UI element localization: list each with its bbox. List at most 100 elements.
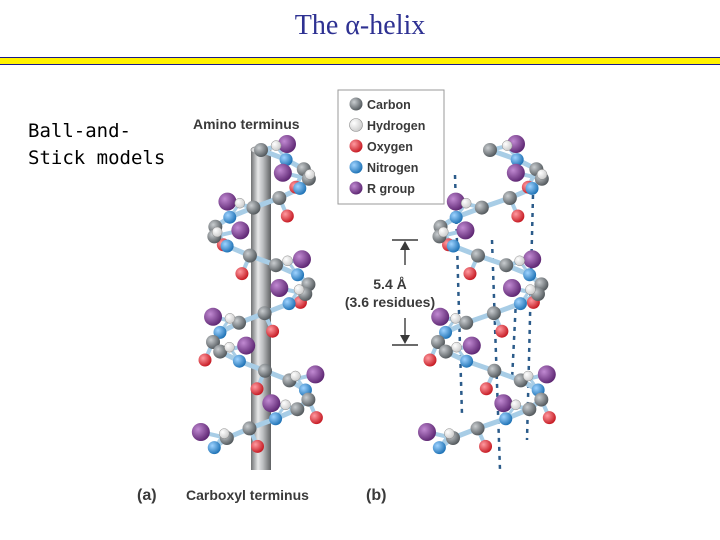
hydrogen-atom — [290, 370, 301, 382]
r-group-atom — [191, 423, 210, 441]
legend-nitrogen: Nitrogen — [367, 161, 418, 175]
nitrogen-atom — [432, 441, 446, 455]
oxygen-atom — [280, 209, 294, 223]
hydrogen-atom — [270, 140, 282, 151]
hydrogen-atom — [224, 313, 236, 324]
nitrogen-atom — [525, 181, 539, 195]
carbon-atom — [246, 200, 261, 215]
r-group-atom — [273, 163, 292, 182]
legend-carbon: Carbon — [367, 98, 411, 112]
hydrogen-bonds-b — [453, 174, 535, 471]
nitrogen-atom — [460, 354, 474, 368]
legend-nitrogen-swatch — [349, 160, 363, 174]
carboxyl-terminus-label: Carboxyl terminus — [186, 487, 309, 503]
hydrogen-atom — [536, 169, 548, 180]
hydrogen-atom — [444, 428, 455, 439]
nitrogen-atom — [232, 354, 246, 368]
r-group-atom — [262, 394, 281, 413]
nitrogen-atom — [510, 153, 524, 167]
side-label-line-2: Stick models — [28, 147, 166, 169]
oxygen-atom — [479, 382, 493, 396]
side-label-line-1: Ball-and- — [28, 120, 131, 142]
oxygen-atom — [423, 353, 437, 367]
carbon-atom — [502, 191, 517, 205]
oxygen-atom — [309, 411, 323, 425]
hydrogen-atom — [219, 428, 230, 439]
r-group-atom — [456, 221, 475, 240]
nitrogen-atom — [513, 297, 527, 311]
panel-a-label: (a) — [137, 487, 157, 504]
nitrogen-atom — [269, 412, 283, 426]
carbon-atom — [268, 258, 283, 273]
nitrogen-atom — [279, 153, 293, 167]
legend-oxygen: Oxygen — [367, 140, 413, 154]
oxygen-atom — [495, 324, 509, 338]
hydrogen-atom — [438, 226, 449, 238]
carbon-atom — [232, 315, 247, 330]
carbon-atom — [522, 402, 537, 417]
hydrogen-atom — [280, 399, 291, 411]
nitrogen-atom — [220, 239, 234, 253]
hydrogen-atom — [510, 399, 522, 411]
r-group-atom — [502, 279, 521, 297]
carbon-atom — [272, 191, 287, 205]
r-group-atom — [494, 394, 513, 413]
carbon-atom — [301, 392, 316, 407]
hydrogen-atom — [525, 284, 536, 295]
carbon-atom — [242, 421, 257, 436]
hydrogen-atom — [450, 313, 461, 324]
oxygen-atom — [479, 439, 493, 453]
r-group-atom — [270, 279, 289, 297]
title-divider — [0, 57, 720, 65]
r-group-atom — [417, 423, 436, 441]
pitch-dimension-marker — [392, 239, 418, 346]
carbon-atom — [499, 258, 514, 273]
amino-terminus-label: Amino terminus — [193, 116, 300, 132]
pitch-residues-label: (3.6 residues) — [345, 294, 435, 310]
legend-rgroup-swatch — [349, 181, 363, 195]
hydrogen-atom — [282, 255, 293, 267]
oxygen-atom — [266, 324, 280, 338]
hydrogen-atom — [501, 140, 513, 151]
r-group-atom — [431, 307, 450, 326]
nitrogen-atom — [207, 441, 221, 455]
r-group-atom — [231, 221, 250, 240]
r-group-atom — [306, 365, 325, 384]
oxygen-atom — [542, 411, 556, 425]
hydrogen-atom — [234, 197, 246, 209]
r-group-atom — [218, 192, 237, 211]
carbon-atom — [257, 306, 272, 321]
carbon-atom — [258, 363, 273, 378]
carbon-atom — [431, 335, 446, 349]
legend-carbon-swatch — [349, 97, 363, 111]
carbon-atom — [534, 392, 549, 407]
r-group-atom — [537, 365, 556, 384]
legend-hydrogen: Hydrogen — [367, 119, 425, 133]
slide-title: The α-helix — [294, 10, 426, 41]
r-group-atom — [506, 163, 525, 182]
r-group-atom — [278, 135, 296, 153]
legend-oxygen-swatch — [349, 139, 363, 153]
carbon-atom — [487, 363, 502, 378]
oxygen-atom — [250, 382, 264, 396]
carbon-atom — [470, 248, 485, 263]
panel-b-label: (b) — [366, 487, 386, 504]
oxygen-atom — [198, 353, 212, 367]
nitrogen-atom — [499, 412, 513, 426]
carbon-atom — [206, 335, 221, 349]
r-group-atom — [204, 307, 223, 326]
hydrogen-atom — [451, 341, 462, 353]
hydrogen-bond — [510, 299, 518, 381]
pitch-value-label: 5.4 Å — [373, 276, 406, 292]
oxygen-atom — [250, 439, 264, 453]
carbon-atom — [213, 344, 228, 359]
atom-legend: Carbon Hydrogen Oxygen Nitrogen R group — [337, 89, 445, 205]
carbon-atom — [470, 421, 485, 436]
legend-hydrogen-swatch — [349, 118, 363, 132]
carbon-atom — [254, 143, 268, 157]
carbon-atom — [290, 402, 305, 417]
nitrogen-atom — [223, 210, 237, 224]
side-label: Ball-and- Stick models — [28, 118, 188, 172]
r-group-atom — [462, 336, 481, 355]
